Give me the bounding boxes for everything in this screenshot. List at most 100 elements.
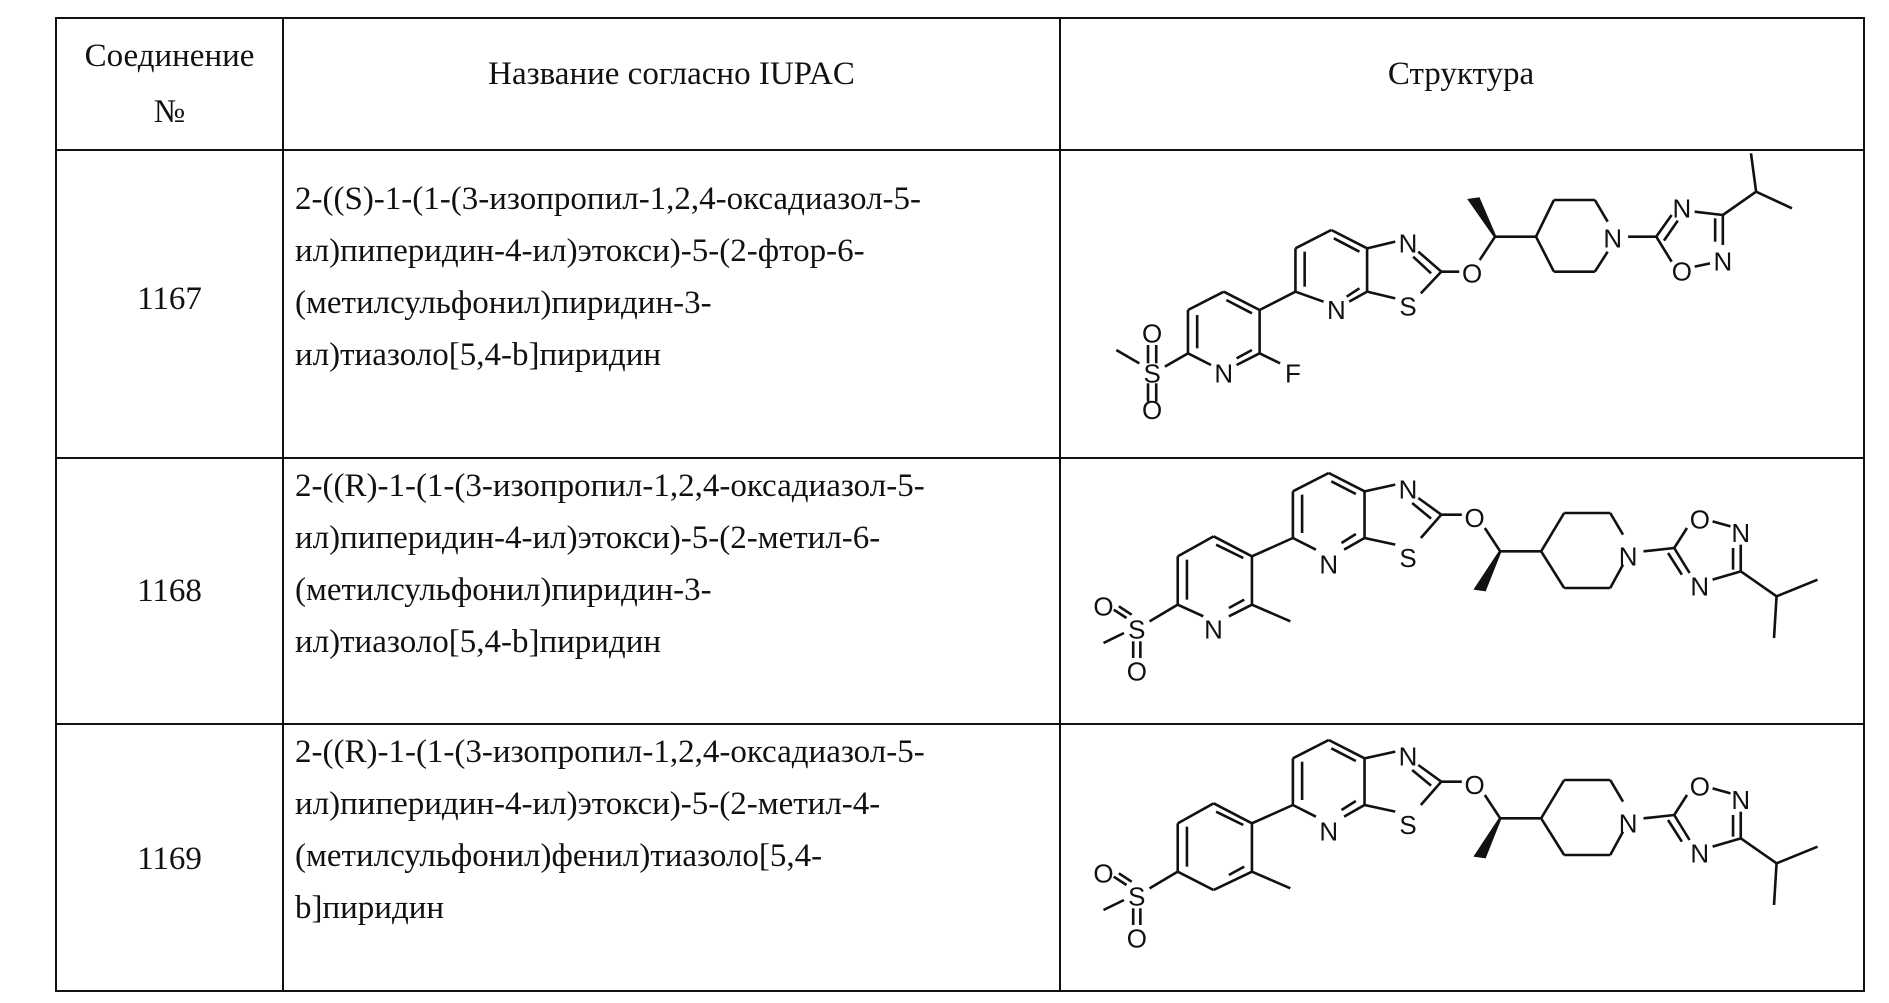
- bond: [1119, 606, 1132, 614]
- bond: [1293, 538, 1316, 550]
- bond: [1229, 605, 1252, 617]
- bond: [1150, 605, 1178, 622]
- bond: [1674, 795, 1687, 815]
- bond: [1595, 200, 1608, 222]
- bond: [1610, 780, 1623, 802]
- bond: [1713, 788, 1731, 793]
- bond: [1668, 553, 1682, 575]
- compound-table: Соединение № Название согласно IUPAC Стр…: [55, 17, 1865, 992]
- atom-label: N: [1319, 550, 1338, 580]
- bond: [1418, 252, 1441, 272]
- bond: [1485, 528, 1500, 551]
- bond: [1188, 353, 1211, 365]
- bond: [1224, 292, 1260, 310]
- bond: [1595, 252, 1608, 272]
- bond: [1536, 237, 1554, 272]
- bond: [1329, 473, 1365, 491]
- bond: [1774, 863, 1777, 905]
- compound-number: 1169: [57, 725, 282, 992]
- bond: [1777, 847, 1818, 864]
- atom-label: N: [1327, 295, 1346, 325]
- column-divider: [1059, 19, 1061, 990]
- bond: [1293, 473, 1329, 491]
- row-divider: [57, 723, 1863, 725]
- bond: [1119, 873, 1132, 881]
- row-divider: [57, 149, 1863, 151]
- bond: [1252, 605, 1290, 622]
- atom-label: N: [1619, 541, 1638, 571]
- atom-label: O: [1127, 923, 1147, 953]
- atom-label: O: [1093, 591, 1113, 621]
- compound-number-text: 1169: [137, 840, 202, 877]
- name-line: ил)тиазоло[5,4-b]пиридин: [295, 624, 662, 660]
- bond: [1412, 770, 1431, 786]
- header-iupac-name: Название согласно IUPAC: [284, 19, 1059, 129]
- bond: [1252, 805, 1293, 823]
- name-line: (метилсульфонил)пиридин-3-: [295, 572, 712, 608]
- compound-number: 1168: [57, 459, 282, 723]
- bond: [1668, 820, 1682, 842]
- bond: [1541, 780, 1564, 818]
- bond: [1342, 534, 1356, 543]
- bond: [1216, 812, 1243, 825]
- bond: [1485, 795, 1500, 818]
- bond: [1674, 528, 1687, 548]
- name-line: 2-((S)-1-(1-(3-изопропил-1,2,4-оксадиазо…: [295, 181, 922, 217]
- name-line: ил)пиперидин-4-ил)этокси)-5-(2-фтор-6-: [295, 233, 865, 269]
- name-line: ил)тиазоло[5,4-b]пиридин: [295, 337, 662, 373]
- bond: [1252, 538, 1293, 556]
- bond: [1610, 513, 1623, 535]
- bond: [1178, 536, 1214, 556]
- atom-label: O: [1464, 503, 1484, 533]
- iupac-name: 2-((S)-1-(1-(3-изопропил-1,2,4-оксадиазо…: [295, 173, 1055, 381]
- atom-label: O: [1464, 770, 1484, 800]
- bond: [1214, 536, 1252, 556]
- bond: [1214, 803, 1252, 823]
- bond: [1774, 596, 1777, 638]
- bond: [1342, 801, 1356, 810]
- bond: [1260, 292, 1296, 310]
- bond: [1237, 350, 1252, 358]
- bond: [1178, 872, 1214, 890]
- compound-number: 1167: [57, 151, 282, 457]
- bond: [1344, 805, 1364, 817]
- bond: [1365, 752, 1396, 759]
- atom-label: N: [1619, 808, 1638, 838]
- atom-label: S: [1128, 882, 1145, 912]
- atom-label: S: [1399, 810, 1416, 840]
- bond: [1421, 515, 1441, 538]
- bond: [1674, 548, 1689, 573]
- bond: [1536, 200, 1554, 237]
- bond: [1418, 765, 1441, 782]
- atom-label: N: [1673, 193, 1692, 223]
- bond: [1295, 292, 1323, 302]
- bond: [1329, 740, 1365, 758]
- bond: [1367, 242, 1395, 249]
- atom-label: N: [1731, 785, 1750, 815]
- name-line: ил)пиперидин-4-ил)этокси)-5-(2-метил-4-: [295, 786, 881, 822]
- atom-label: O: [1093, 858, 1113, 888]
- atom-label: S: [1399, 292, 1416, 322]
- bond: [1421, 272, 1441, 294]
- bond: [1656, 215, 1671, 237]
- atom-label: N: [1214, 358, 1233, 388]
- name-line: (метилсульфонил)фенил)тиазоло[5,4-: [295, 838, 823, 874]
- bond: [1741, 571, 1777, 596]
- bond: [1229, 867, 1244, 875]
- atom-label: O: [1690, 505, 1710, 535]
- atom-label: O: [1462, 258, 1482, 288]
- bond: [1777, 580, 1818, 597]
- bond: [1365, 485, 1396, 492]
- name-line: b]пиридин: [295, 890, 445, 926]
- bond: [1674, 815, 1689, 840]
- bond: [1150, 872, 1178, 889]
- bond: [1216, 545, 1243, 558]
- bond: [1656, 237, 1671, 262]
- bond: [1413, 257, 1431, 274]
- bond: [1229, 600, 1244, 608]
- compound-number-text: 1168: [137, 573, 202, 609]
- bond: [1104, 900, 1124, 910]
- name-line: ил)пиперидин-4-ил)этокси)-5-(2-метил-6-: [295, 520, 881, 556]
